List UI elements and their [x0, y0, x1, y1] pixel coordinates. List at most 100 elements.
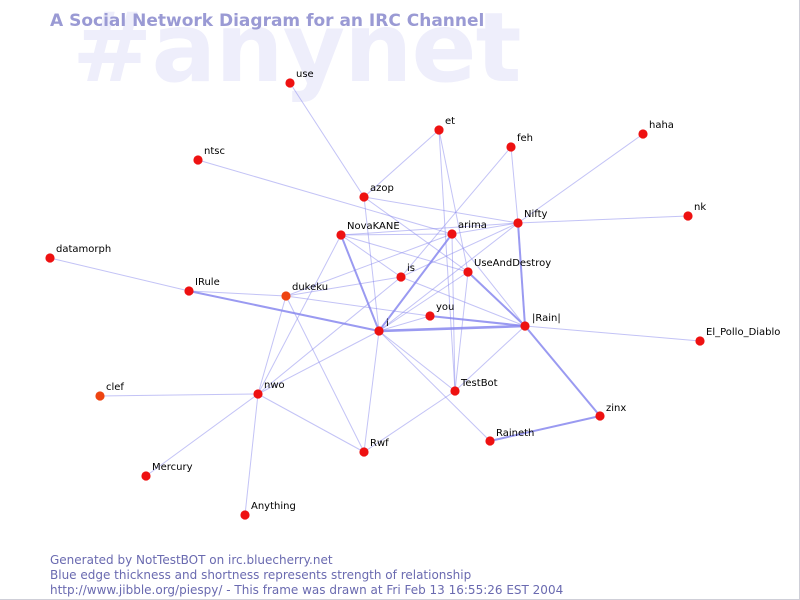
node-arima: arima	[447, 220, 487, 239]
node-i: i	[374, 318, 389, 336]
node-dukeku: dukeku	[281, 282, 328, 301]
footer-legend-line: Blue edge thickness and shortness repres…	[50, 568, 472, 582]
edge-is-nifty	[400, 222, 519, 278]
node-label: Mercury	[152, 462, 193, 473]
node-raineth: Raineth	[485, 428, 534, 446]
node-dot	[45, 253, 55, 263]
node-dot	[184, 286, 194, 296]
node-clef: clef	[95, 382, 124, 401]
edge-irule-i	[188, 290, 380, 332]
edge-nwo-mercury	[145, 393, 259, 477]
edge-use-azop	[289, 82, 365, 198]
node-dot	[520, 321, 530, 331]
node-dot	[695, 336, 705, 346]
node-datamorph: datamorph	[45, 244, 111, 263]
node-et: et	[434, 116, 455, 135]
node-dot	[683, 211, 693, 221]
node-label: is	[407, 263, 415, 274]
node-label: arima	[458, 220, 487, 231]
edge-irule-dukeku	[188, 290, 287, 297]
edge-i-you	[378, 315, 431, 332]
edge-arima-testbot	[451, 233, 456, 392]
node-anything: Anything	[240, 501, 296, 520]
node-dot	[450, 386, 460, 396]
edge-testbot-rwf	[363, 390, 456, 453]
node-label: i	[386, 318, 389, 329]
channel-watermark: #anynet	[72, 0, 521, 104]
node-el_pollo_diablo: El_Pollo_Diablo	[695, 327, 780, 346]
node-zinx: zinx	[595, 403, 626, 421]
edge-novakane-i	[340, 234, 380, 332]
edge-arima-rain	[451, 233, 526, 327]
node-dot	[285, 78, 295, 88]
node-testbot: TestBot	[450, 378, 498, 396]
node-label: NovaKANE	[347, 221, 400, 232]
edge-et-testbot	[438, 129, 456, 392]
node-label: Rwf	[370, 438, 389, 449]
node-nwo: nwo	[253, 380, 285, 399]
edge-i-useanddestroy	[378, 271, 469, 332]
node-label: azop	[370, 183, 394, 194]
node-dot	[374, 326, 384, 336]
edge-feh-is	[400, 146, 512, 278]
edge-novakane-arima	[340, 233, 453, 236]
edge-feh-nifty	[510, 146, 519, 224]
node-mercury: Mercury	[141, 462, 193, 481]
node-dot	[253, 389, 263, 399]
edge-nwo-anything	[244, 393, 259, 516]
node-dot	[513, 218, 523, 228]
node-dot	[434, 125, 444, 135]
node-haha: haha	[638, 120, 674, 139]
edge-ntsc-arima	[197, 159, 453, 235]
node-label: clef	[106, 382, 124, 393]
node-label: nwo	[264, 380, 285, 391]
node-label: et	[445, 116, 455, 127]
node-use: use	[285, 69, 314, 88]
node-novakane: NovaKANE	[336, 221, 400, 240]
node-label: ntsc	[204, 146, 225, 157]
node-dot	[240, 510, 250, 520]
node-label: datamorph	[56, 244, 111, 255]
node-label: feh	[517, 133, 533, 144]
node-dot	[193, 155, 203, 165]
node-label: UseAndDestroy	[474, 258, 551, 269]
node-azop: azop	[359, 183, 394, 202]
node-dot	[463, 267, 473, 277]
edge-nk-nifty	[517, 215, 689, 224]
node-label: use	[296, 69, 314, 80]
node-dot	[359, 447, 369, 457]
node-dot	[336, 230, 346, 240]
edge-novakane-useanddestroy	[340, 234, 469, 273]
footer-generated-line: Generated by NotTestBOT on irc.bluecherr…	[50, 553, 333, 567]
edge-i-raineth	[378, 330, 491, 442]
node-dot	[425, 311, 435, 321]
node-label: Raineth	[496, 428, 534, 439]
edge-dukeku-is	[285, 276, 402, 297]
node-label: El_Pollo_Diablo	[706, 327, 780, 338]
node-nifty: Nifty	[513, 209, 548, 228]
edge-rain-el_pollo_diablo	[524, 325, 701, 342]
edge-novakane-nifty	[340, 222, 519, 236]
edge-is-nwo	[257, 276, 402, 395]
node-label: |Rain|	[532, 313, 561, 324]
footer-info: Generated by NotTestBOT on irc.bluecherr…	[50, 553, 563, 598]
edge-zinx-raineth	[489, 415, 601, 442]
edge-dukeku-rwf	[285, 295, 365, 453]
node-dot	[638, 129, 648, 139]
edge-et-azop	[363, 129, 440, 198]
node-dot	[359, 192, 369, 202]
node-ntsc: ntsc	[193, 146, 225, 165]
node-dot	[595, 411, 605, 421]
node-useanddestroy: UseAndDestroy	[463, 258, 551, 277]
node-label: haha	[649, 120, 674, 131]
node-label: nk	[694, 202, 706, 213]
edge-useanddestroy-rain	[467, 271, 526, 327]
node-is: is	[396, 263, 415, 282]
edge-rain-testbot	[454, 325, 526, 392]
edge-nifty-rain	[517, 222, 526, 327]
node-feh: feh	[506, 133, 533, 152]
footer-url-line: http://www.jibble.org/piespy/ - This fra…	[50, 583, 564, 597]
